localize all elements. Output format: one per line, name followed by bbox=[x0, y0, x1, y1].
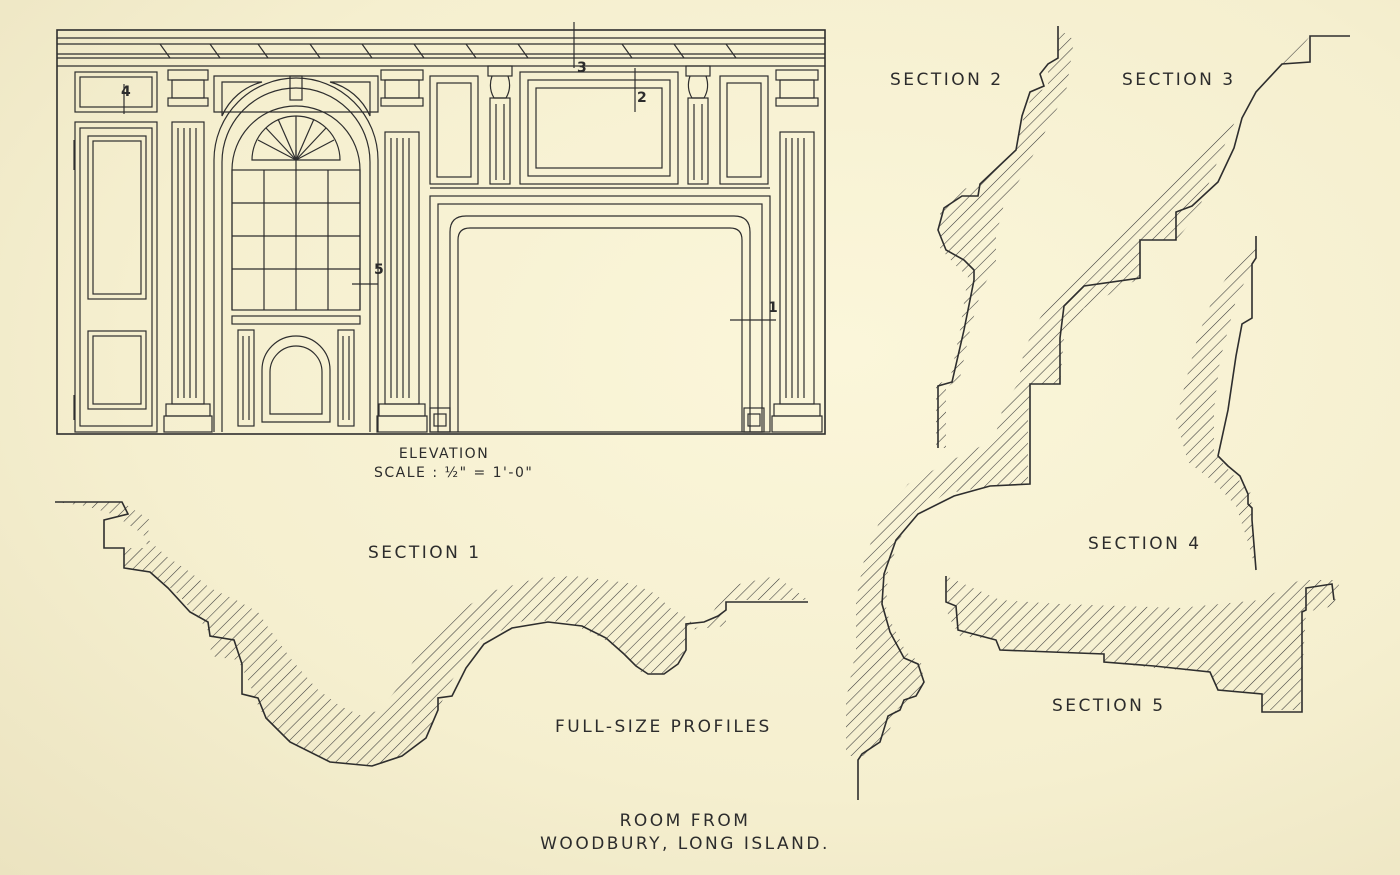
room-title-line1: ROOM FROM bbox=[619, 811, 751, 831]
pilaster-mid bbox=[376, 69, 428, 433]
elevation-caption: ELEVATION SCALE : ½" = 1'-0" bbox=[374, 445, 534, 483]
elevation-scale: SCALE : ½" = 1'-0" bbox=[374, 465, 534, 481]
pilaster-left bbox=[163, 69, 213, 433]
room-title: ROOM FROM WOODBURY, LONG ISLAND. bbox=[520, 810, 850, 856]
callout-1: 1 bbox=[768, 300, 778, 316]
section-2-label: SECTION 2 bbox=[890, 70, 1004, 90]
overmantel bbox=[429, 65, 770, 189]
callout-5: 5 bbox=[374, 262, 384, 278]
section-5-profile bbox=[945, 576, 1340, 713]
section-3-label: SECTION 3 bbox=[1122, 70, 1236, 90]
full-size-profiles-label: FULL-SIZE PROFILES bbox=[555, 717, 772, 737]
pilaster-right bbox=[771, 69, 823, 433]
elevation-drawing bbox=[56, 22, 826, 435]
section-4-profile bbox=[1176, 236, 1257, 571]
section-5-label: SECTION 5 bbox=[1052, 696, 1166, 716]
room-title-line2: WOODBURY, LONG ISLAND. bbox=[540, 834, 830, 854]
section-2-profile bbox=[936, 26, 1074, 448]
fireplace bbox=[429, 195, 771, 433]
section-1-label: SECTION 1 bbox=[368, 543, 482, 563]
section-4-label: SECTION 4 bbox=[1088, 534, 1202, 554]
section-3-profile bbox=[846, 35, 1350, 800]
section-1-profile bbox=[55, 501, 808, 767]
elevation-title: ELEVATION bbox=[398, 446, 490, 462]
arched-cupboard bbox=[213, 75, 379, 432]
callout-3: 3 bbox=[577, 60, 587, 76]
callout-4: 4 bbox=[121, 84, 131, 100]
callout-2: 2 bbox=[637, 90, 647, 106]
